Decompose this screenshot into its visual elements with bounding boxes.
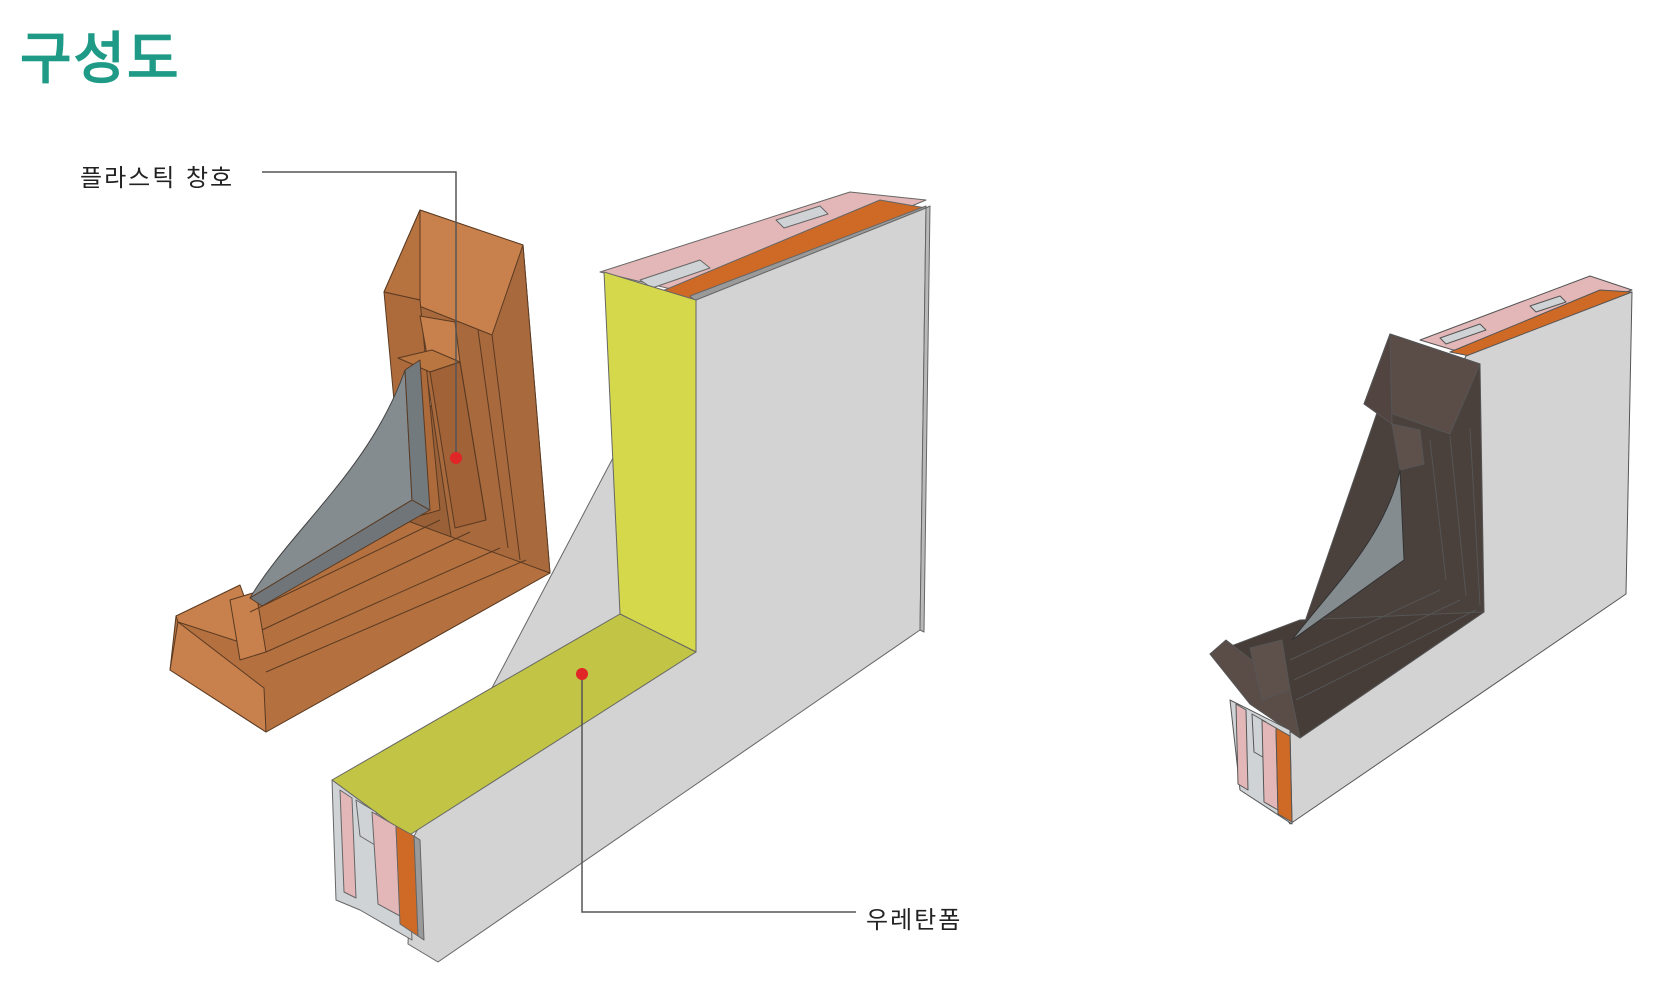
page-title: 구성도	[20, 27, 181, 92]
installed-window-assembly	[1209, 275, 1633, 825]
urethane-foam-leader	[576, 668, 856, 913]
plastic-window-leader	[262, 171, 462, 464]
wall-section	[331, 191, 931, 963]
urethane-foam-marker	[576, 668, 588, 680]
plastic-window-marker	[450, 452, 462, 464]
plastic-window-label: 플라스틱 창호	[80, 164, 235, 192]
plastic-window-frame	[169, 209, 551, 733]
urethane-foam-label: 우레탄폼	[866, 906, 963, 934]
